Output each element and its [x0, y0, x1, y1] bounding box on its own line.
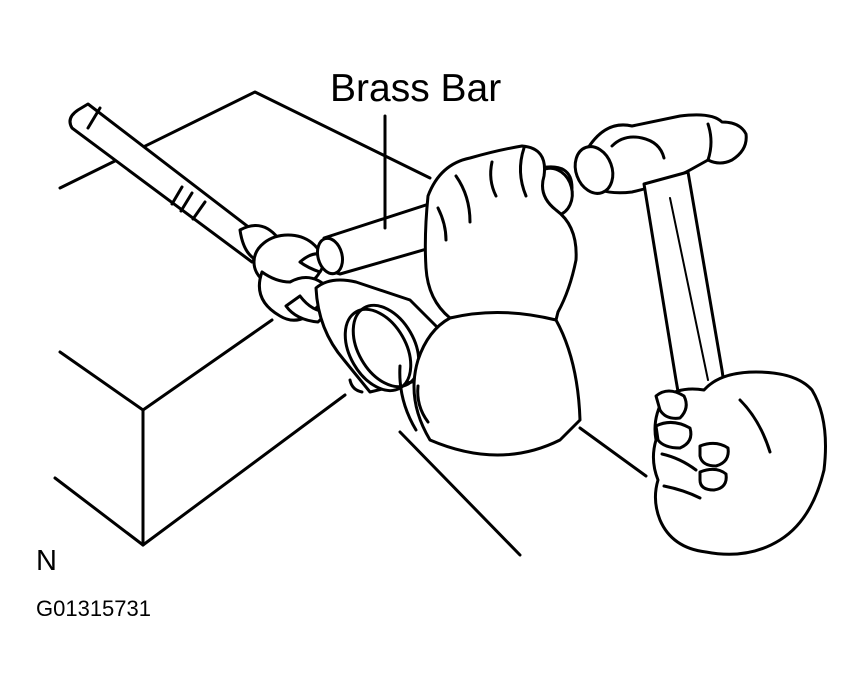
left-hand-and-arm [398, 144, 648, 478]
brass-bar-label: Brass Bar [330, 67, 502, 110]
right-hand-and-arm [651, 370, 827, 556]
view-mark: N [36, 545, 57, 577]
drive-shaft [68, 102, 280, 264]
bench-block [53, 90, 522, 557]
figure-code: G01315731 [36, 596, 151, 621]
